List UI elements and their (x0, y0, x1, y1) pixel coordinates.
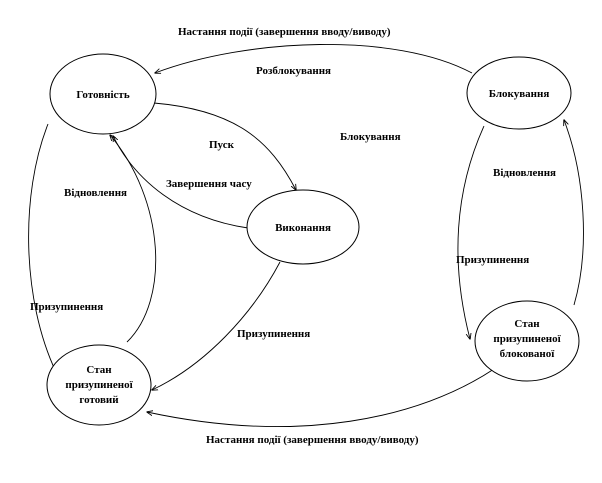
edge-ready-to-suspended-ready (28, 123, 56, 372)
state-running-label: Виконання (275, 222, 331, 234)
state-blocked-label: Блокування (489, 88, 550, 100)
state-suspended-blocked-label-line-1: Стан (514, 318, 540, 330)
label-event-bottom: Настання події (завершення вводу/виводу) (206, 434, 419, 446)
state-suspended-blocked-label-line-2: призупиненої (493, 333, 561, 345)
label-timeout: Завершення часу (166, 178, 252, 190)
state-suspended-ready-label-line-1: Стан (86, 364, 112, 376)
edge-ready-to-running (153, 102, 296, 190)
edge-blocked-to-ready (155, 44, 473, 73)
state-suspended-ready-label-line-3: готовий (79, 394, 119, 406)
state-suspended-ready-label-line-2: призупиненої (65, 379, 133, 391)
state-suspended-blocked: Стан призупиненої блокованої (474, 300, 580, 382)
label-resume-right: Відновлення (493, 167, 556, 179)
state-ready: Готовність (49, 53, 157, 135)
edge-suspended-ready-to-ready (110, 135, 157, 343)
edge-suspended-blocked-to-blocked (564, 120, 584, 306)
state-suspended-blocked-label-line-3: блокованої (500, 348, 556, 360)
label-start: Пуск (209, 139, 235, 151)
label-suspend-center: Призупинення (237, 328, 310, 340)
state-blocked: Блокування (466, 56, 572, 130)
label-block: Блокування (340, 131, 401, 143)
label-suspend-right: Призупинення (456, 254, 529, 266)
state-suspended-ready: Стан призупиненої готовий (46, 344, 152, 426)
edge-suspended-blocked-to-suspended-ready (147, 368, 495, 427)
edge-blocked-to-suspended-blocked (457, 125, 485, 339)
label-unblock: Розблокування (256, 65, 331, 77)
label-suspend-left: Призупинення (30, 301, 103, 313)
state-ready-label: Готовність (76, 89, 129, 101)
label-resume-left: Відновлення (64, 187, 127, 199)
label-event-top: Настання події (завершення вводу/виводу) (178, 26, 391, 38)
edge-running-to-suspended-ready (152, 261, 281, 390)
state-running: Виконання (246, 189, 360, 265)
